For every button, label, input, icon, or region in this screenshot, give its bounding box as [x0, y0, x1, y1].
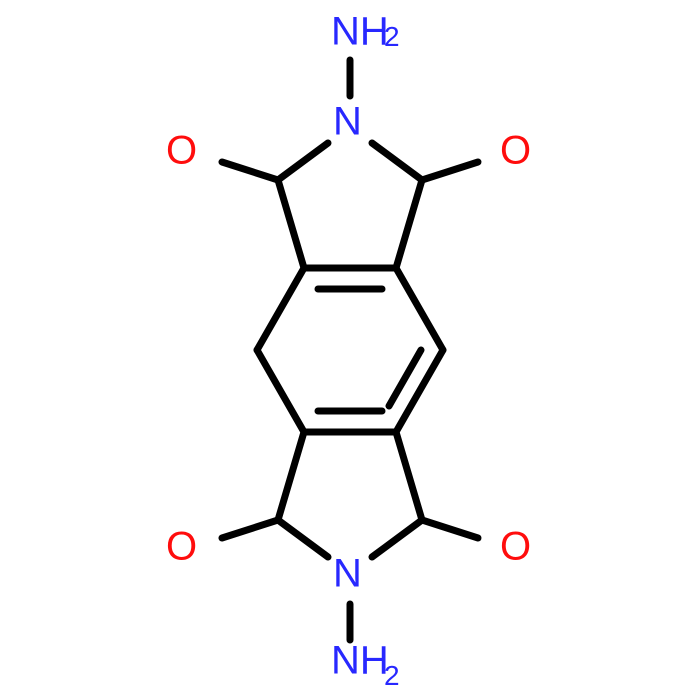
- atom-bottom-amine-label: NH: [331, 639, 389, 683]
- bond-ring-left-lower: [253, 346, 308, 436]
- bond-group: [218, 56, 482, 644]
- bond-bottom-left-c-n: [274, 516, 332, 561]
- atom-top-nitrogen-label: N: [333, 100, 362, 144]
- bond-ring-left-upper: [253, 264, 308, 354]
- bond-ring-right-upper: [392, 264, 447, 354]
- bond-top-left-c-n: [274, 139, 332, 184]
- bond-top-left-c-ring: [274, 176, 308, 272]
- atom-bottom-nitrogen-label: N: [333, 552, 362, 596]
- bond-bottom-left-carbonyl-a: [218, 516, 282, 542]
- bond-top-right-c-ring: [392, 176, 426, 272]
- atom-label-group: NH 2 N O O O O N NH 2: [166, 10, 531, 691]
- bond-ring-inner-right: [385, 346, 425, 410]
- bond-top-right-carbonyl-a: [418, 158, 482, 184]
- atom-top-amine-label: NH: [331, 10, 389, 54]
- atom-top-amine-subscript: 2: [384, 21, 400, 52]
- atom-top-right-oxygen-label: O: [500, 129, 531, 173]
- atom-bottom-left-oxygen-label: O: [166, 525, 197, 569]
- atom-top-left-oxygen-label: O: [166, 129, 197, 173]
- bond-bottom-right-c-n: [368, 516, 426, 561]
- atom-bottom-amine-subscript: 2: [384, 660, 400, 691]
- bond-top-left-carbonyl-a: [218, 158, 282, 184]
- bond-top-right-c-n: [368, 139, 426, 184]
- bond-bottom-left-c-ring: [274, 428, 308, 524]
- bond-bottom-right-c-ring: [392, 428, 426, 524]
- atom-bottom-right-oxygen-label: O: [500, 525, 531, 569]
- bond-bottom-right-carbonyl-a: [418, 516, 482, 542]
- bond-ring-right-lower: [392, 346, 447, 436]
